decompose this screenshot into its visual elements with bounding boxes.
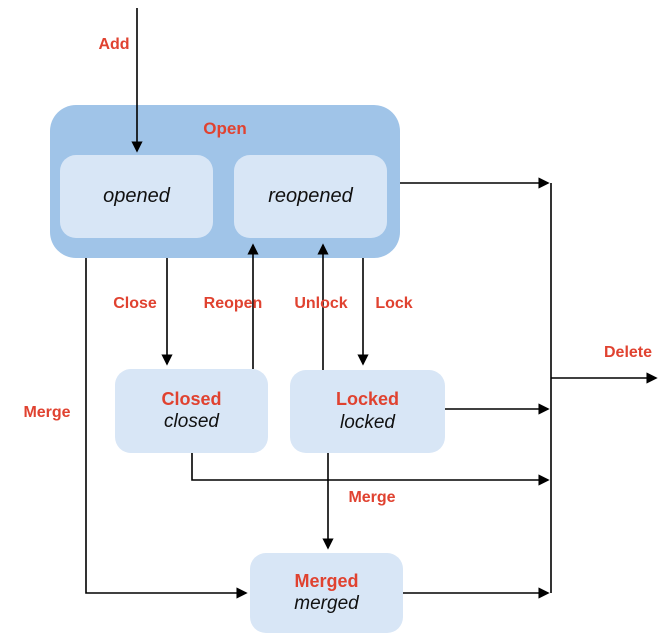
opened-state-node: opened	[60, 155, 213, 238]
lock-edge-label: Lock	[375, 295, 413, 312]
reopened-state-label: reopened	[268, 185, 353, 207]
closed-state-node: Closed closed	[115, 369, 268, 453]
merged-state-node: Merged merged	[250, 553, 403, 633]
closed-state-title: Closed	[161, 388, 222, 409]
opened-state-label: opened	[103, 185, 170, 207]
merge-from-open-edge-label: Merge	[23, 404, 71, 421]
merged-state-label: merged	[294, 593, 359, 615]
reopened-state-node: reopened	[234, 155, 387, 238]
locked-state-label: locked	[340, 411, 395, 433]
reopen-edge-label: Reopen	[203, 295, 263, 312]
close-edge-label: Close	[113, 295, 157, 312]
locked-state-node: Locked locked	[290, 370, 445, 453]
merge-from-locked-edge-label: Merge	[348, 489, 396, 506]
closed-state-label: closed	[164, 411, 219, 433]
add-edge-label: Add	[98, 36, 130, 53]
delete-edge-label: Delete	[603, 344, 653, 361]
edge-closed-to-delete-arrow	[191, 453, 550, 486]
open-group-title: Open	[203, 119, 247, 138]
unlock-edge-label: Unlock	[294, 295, 348, 312]
edge-open-to-merged-arrow	[85, 258, 248, 599]
merged-state-title: Merged	[294, 570, 359, 591]
locked-state-title: Locked	[335, 389, 400, 410]
